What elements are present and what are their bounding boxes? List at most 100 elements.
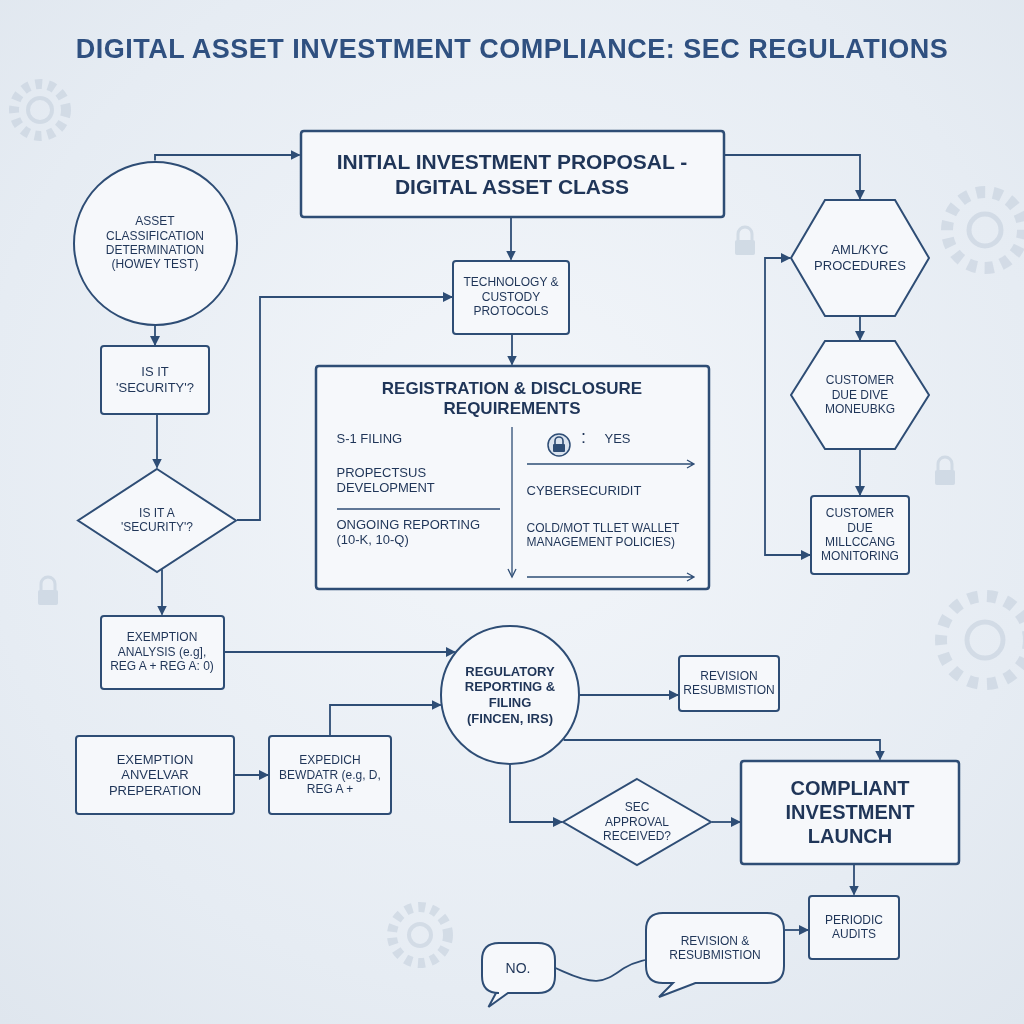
node-shape xyxy=(74,162,237,325)
panel-item: CYBERSECURIDIT xyxy=(527,483,702,499)
panel-item: PROPECTSUS DEVELOPMENT xyxy=(337,465,502,496)
requirements-panel: REGISTRATION & DISCLOSURE REQUIREMENTS S-… xyxy=(315,365,710,590)
gear-icon xyxy=(947,192,1023,268)
divider-line xyxy=(511,427,512,575)
node-shape xyxy=(482,943,555,1007)
flow-arrow xyxy=(859,317,861,340)
speech-bubble: NO. xyxy=(481,942,556,994)
node-label: IS IT 'SECURITY'? xyxy=(106,364,205,395)
gear-icon xyxy=(941,596,1024,684)
flow-arrow xyxy=(511,335,513,365)
flow-arrow xyxy=(161,569,163,614)
node-label: EXEMPTION ANVELVAR PREPERATION xyxy=(83,752,227,799)
flow-arrow xyxy=(564,740,880,760)
gear-icon xyxy=(392,907,448,963)
lock-icon xyxy=(935,457,955,485)
node-shape xyxy=(453,261,569,334)
node-shape xyxy=(791,200,929,316)
panel-item: ONGOING REPORTING (10-K, 10-Q) xyxy=(337,517,502,548)
process-box: EXPEDICH BEWDATR (e.g, D, REG A + xyxy=(268,735,392,815)
node-label: CUSTOMER DUE MILLCCANG MONITORING xyxy=(815,506,905,564)
node-shape xyxy=(811,496,909,574)
gear-hub xyxy=(409,924,431,946)
process-circle: ASSET CLASSIFICATION DETERMINATION (HOWE… xyxy=(73,161,238,326)
panel-dividers xyxy=(337,427,694,581)
panel-item: S-1 FILING xyxy=(337,431,502,447)
node-shape xyxy=(441,626,579,764)
flow-arrow xyxy=(859,450,861,495)
underline xyxy=(337,508,500,509)
process-hexagon: AML/KYC PROCEDURES xyxy=(790,199,930,317)
flow-arrow xyxy=(853,865,855,895)
panel-item: YES xyxy=(605,431,665,447)
node-label: REGULATORY REPORTING & FILING (FINCEN, I… xyxy=(460,664,561,726)
flow-arrow xyxy=(580,694,678,696)
pointer-arrow xyxy=(527,460,694,468)
flow-arrow xyxy=(725,155,861,199)
node-label: REVISION & RESUBMISTION xyxy=(658,934,773,963)
node-shape xyxy=(76,736,234,814)
diagram-title: DIGITAL ASSET INVESTMENT COMPLIANCE: SEC… xyxy=(76,34,949,65)
decision-diamond: SEC APPROVAL RECEIVED? xyxy=(562,778,712,866)
pointer-arrow xyxy=(527,573,694,581)
gear-hub xyxy=(967,622,1003,658)
flow-arrow xyxy=(510,218,512,260)
node-label: IS IT A 'SECURITY'? xyxy=(112,506,202,535)
start-box: INITIAL INVESTMENT PROPOSAL - DIGITAL AS… xyxy=(300,130,725,218)
node-label: EXPEDICH BEWDATR (e.g, D, REG A + xyxy=(274,753,386,796)
node-shape xyxy=(646,913,784,997)
node-shape xyxy=(101,346,209,414)
process-box: REVISION RESUBMISTION xyxy=(678,655,780,712)
node-shape xyxy=(679,656,779,711)
lock-icon xyxy=(548,434,570,456)
node-label: AML/KYC PROCEDURES xyxy=(812,242,907,273)
gear-icon xyxy=(14,84,66,136)
node-label: TECHNOLOGY & CUSTODY PROTOCOLS xyxy=(458,275,564,318)
panel-heading: REGISTRATION & DISCLOSURE REQUIREMENTS xyxy=(315,379,710,420)
node-shape xyxy=(809,896,899,959)
flow-arrow xyxy=(225,651,455,653)
node-shape xyxy=(301,131,724,217)
panel-item: COLD/MOT TLLET WALLET MANAGEMENT POLICIE… xyxy=(527,521,702,550)
lock-icon xyxy=(38,577,58,605)
gear-hub xyxy=(28,98,52,122)
node-shape xyxy=(563,779,711,865)
flow-arrow xyxy=(510,765,562,822)
flow-arrow xyxy=(154,326,156,346)
node-label: CUSTOMER DUE DIVE MONEUBKG xyxy=(812,373,907,416)
node-label: SEC APPROVAL RECEIVED? xyxy=(595,800,679,843)
flow-arrow xyxy=(330,705,441,735)
process-box: TECHNOLOGY & CUSTODY PROTOCOLS xyxy=(452,260,570,335)
flow-arrow xyxy=(556,960,646,981)
process-box: EXEMPTION ANVELVAR PREPERATION xyxy=(75,735,235,815)
node-label: ASSET CLASSIFICATION DETERMINATION (HOWE… xyxy=(96,214,215,272)
node-outline xyxy=(300,130,725,218)
node-shape xyxy=(741,761,959,864)
question-box: IS IT 'SECURITY'? xyxy=(100,345,210,415)
flow-arrow xyxy=(155,155,300,161)
node-shape xyxy=(269,736,391,814)
gear-icons xyxy=(14,84,1024,963)
process-hexagon: CUSTOMER DUE DIVE MONEUBKG xyxy=(790,340,930,450)
flow-arrow xyxy=(785,929,808,931)
gear-hub xyxy=(969,214,1001,246)
flow-arrow xyxy=(156,415,158,468)
decision-diamond: IS IT A 'SECURITY'? xyxy=(77,468,237,573)
node-label: NO. xyxy=(487,960,549,977)
lock-icon xyxy=(735,227,755,255)
node-label: PERIODIC AUDITS xyxy=(813,913,896,942)
node-label: INITIAL INVESTMENT PROPOSAL - DIGITAL AS… xyxy=(321,149,704,199)
node-shape xyxy=(78,469,236,572)
end-box: COMPLIANT INVESTMENT LAUNCH xyxy=(740,760,960,865)
process-box: CUSTOMER DUE MILLCCANG MONITORING xyxy=(810,495,910,575)
panel-item: : xyxy=(577,427,591,449)
speech-bubble: REVISION & RESUBMISTION xyxy=(645,912,785,984)
node-label: COMPLIANT INVESTMENT LAUNCH xyxy=(751,776,949,848)
node-shape xyxy=(791,341,929,449)
node-shape xyxy=(316,366,709,589)
flow-arrow xyxy=(712,821,740,823)
node-label: EXEMPTION ANALYSIS (e.g], REG A + REG A:… xyxy=(106,630,219,673)
node-shape xyxy=(101,616,224,689)
flow-arrow xyxy=(235,774,268,776)
process-box: PERIODIC AUDITS xyxy=(808,895,900,960)
